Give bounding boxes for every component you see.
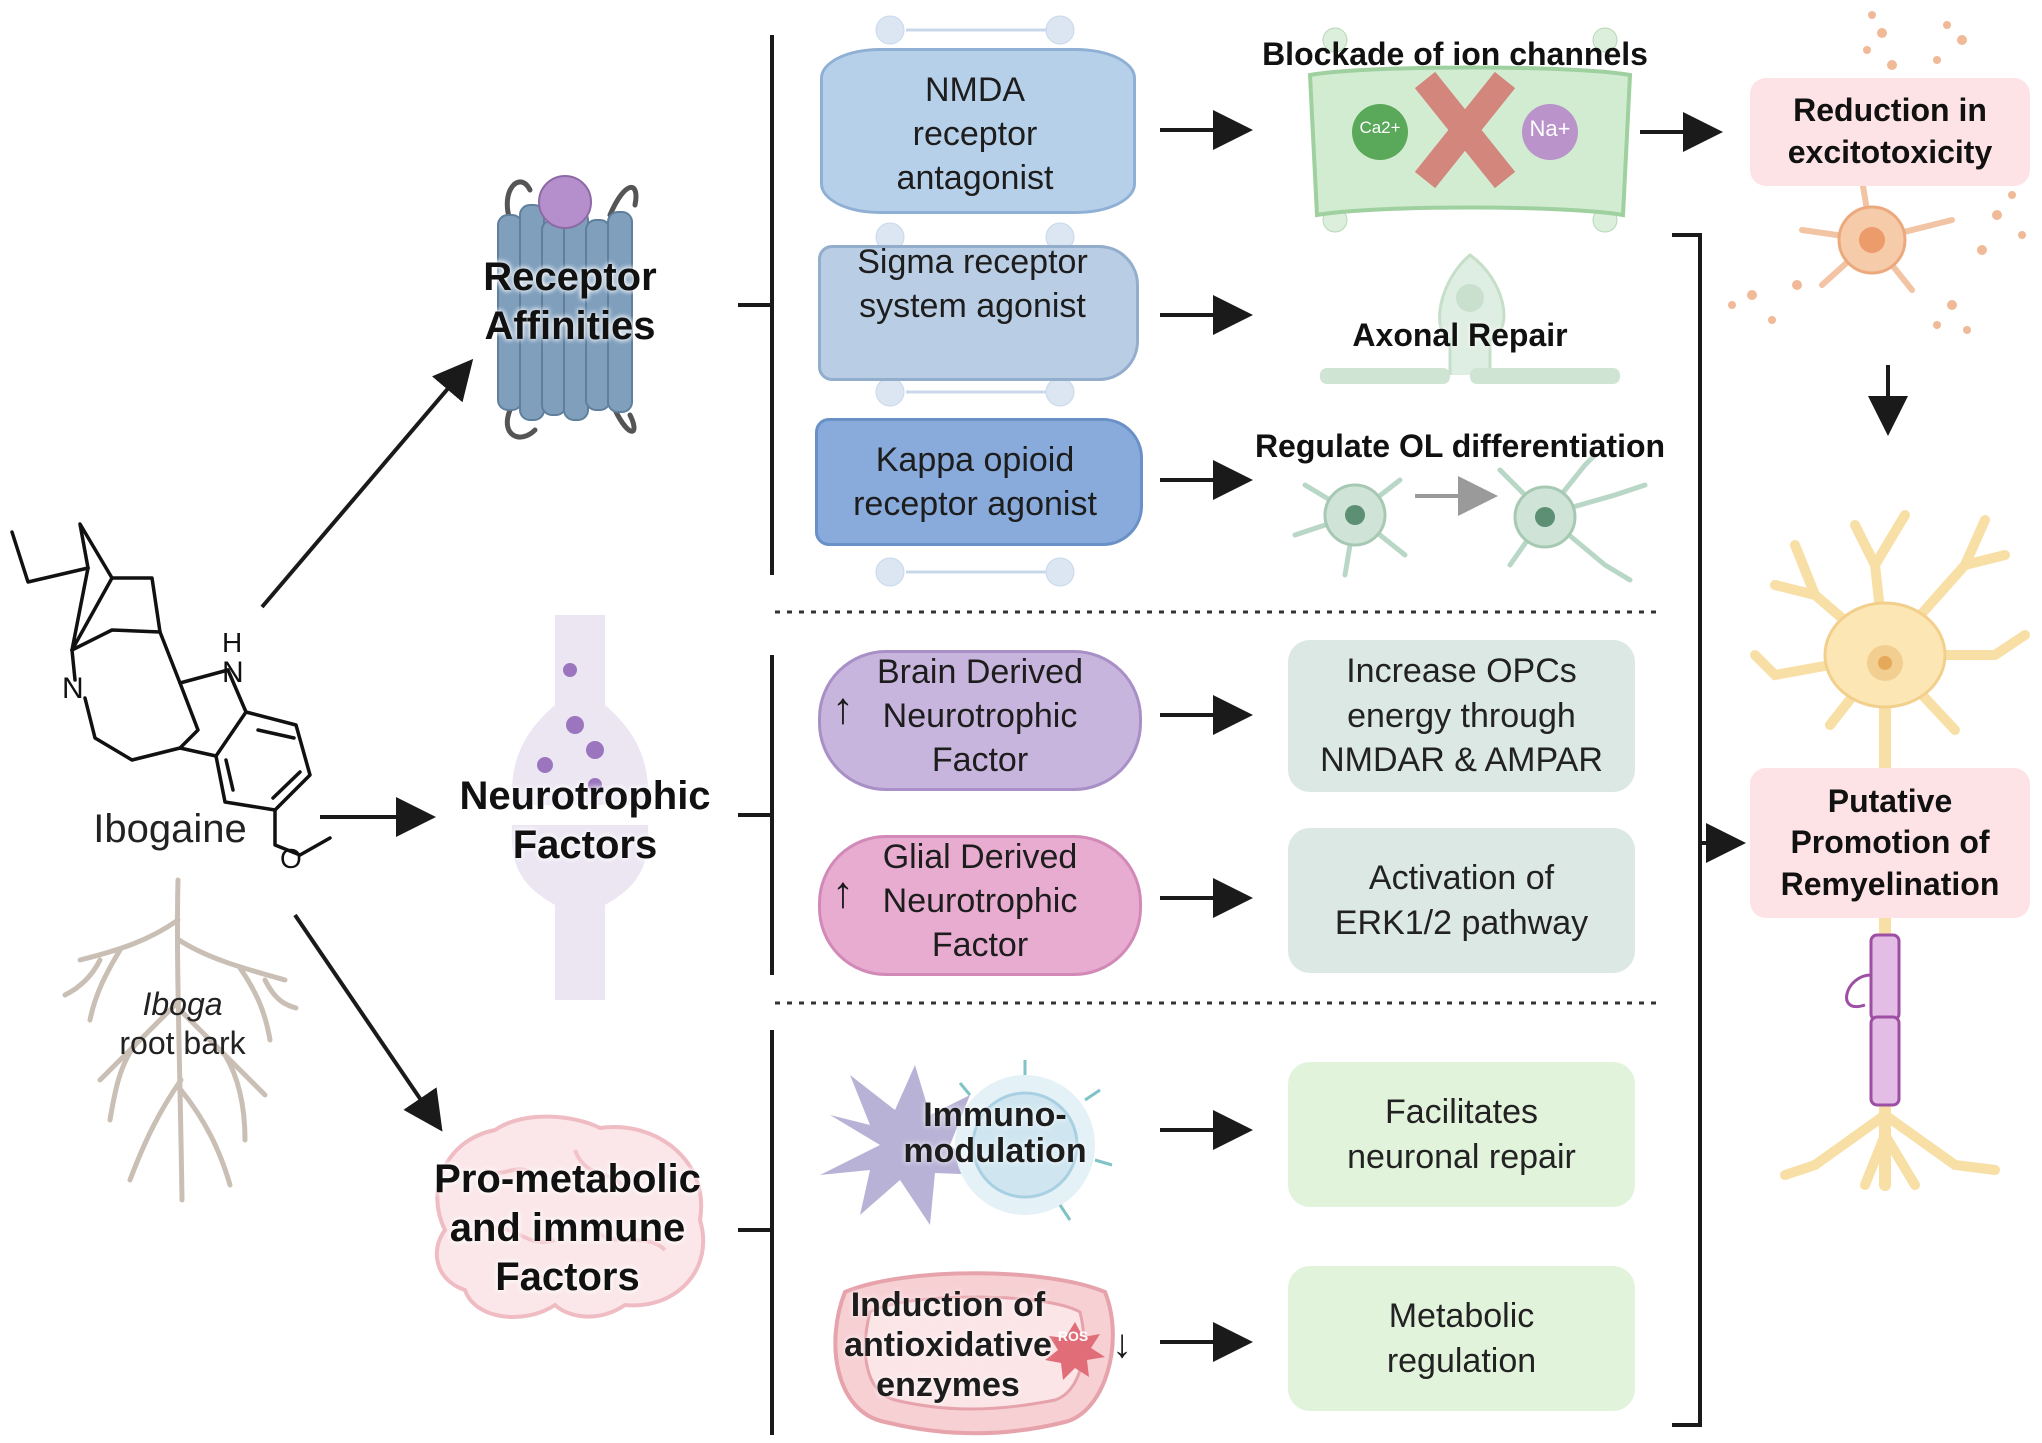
down-arrow-icon: ↓ [1112,1322,1132,1366]
bdnf-label: Brain Derived Neurotrophic Factor [877,653,1083,780]
mitochondria-icon [833,1271,1115,1436]
erk-label: Activation of ERK1/2 pathway [1334,858,1589,942]
gpcr-receptor-icon [497,175,639,440]
opcs-label: Increase OPCs energy through NMDAR & AMP… [1320,651,1603,780]
iboga-italic: Iboga [142,986,223,1022]
remyelination-label: Putative Promotion of Remyelination [1780,782,2000,902]
category-receptor-affinities: Receptor Affinities [483,255,657,348]
immuno-label: Immuno-modulation [903,1096,1087,1170]
axon-icon [1320,253,1620,384]
membrane-decoration [875,15,1075,587]
brain-icon [434,1114,706,1319]
oligodendrocyte-icon [1292,452,1648,583]
ol-differentiation-label: Regulate OL differentiation [1254,428,1666,464]
category-neurotrophic-factors: Neurotrophic Factors [459,774,711,867]
oxygen-atom: O [280,843,302,874]
ibogaine-structure-icon: N H N O [10,522,332,874]
kappa-label: Kappa opioid receptor agonist [853,441,1097,524]
indole-nitrogen: N [222,656,244,689]
sigma-label: Sigma receptor system agonist [857,243,1088,326]
iboga-rest: root bark [119,1025,246,1062]
category-prometabolic-immune: Pro-metabolic and immune Factors [434,1157,701,1299]
nmda-receptor-pill [820,48,1136,214]
erk-box: Activation of ERK1/2 pathway [1288,828,1635,973]
ros-label: ROS [1057,1328,1089,1344]
immune-cells-icon [820,1060,1113,1225]
metabolic-box: Metabolic regulation [1288,1266,1635,1411]
damaged-neuron-icon [1728,11,2026,334]
bdnf-pill [818,650,1142,791]
up-arrow-icon: ↑ [832,684,854,733]
calcium-label: Ca2+ [1359,118,1401,137]
synapse-icon [511,615,649,1000]
opcs-box: Increase OPCs energy through NMDAR & AMP… [1288,640,1635,792]
iboga-label: Iboga root bark [95,985,270,1063]
nitrogen-atom: N [62,672,84,705]
nmda-label: NMDA receptor antagonist [896,71,1054,198]
sodium-label: Na+ [1529,116,1571,141]
blockade-label: Blockade of ion channels [1262,36,1648,72]
neuronal-repair-label: Facilitates neuronal repair [1347,1092,1576,1176]
sigma-receptor-pill [818,245,1139,381]
compound-name: Ibogaine [93,807,247,851]
excitotoxicity-label: Reduction in excitotoxicity [1787,92,1993,170]
antioxidative-label: Induction of antioxidative enzymes [844,1286,1052,1405]
kappa-receptor-pill [815,418,1143,546]
up-arrow-icon-2: ↑ [832,868,854,917]
neuronal-repair-box: Facilitates neuronal repair [1288,1062,1635,1207]
metabolic-label: Metabolic regulation [1386,1296,1537,1380]
hydrogen-atom: H [222,627,242,658]
iboga-root-icon [62,877,299,1203]
ion-channel-icon [1307,27,1633,233]
gdnf-label: Glial Derived Neurotrophic Factor [882,838,1078,965]
myelinated-neuron-icon [1750,510,2030,1191]
remyelination-box: Putative Promotion of Remyelination [1750,768,2030,918]
excitotoxicity-box: Reduction in excitotoxicity [1750,78,2030,186]
gdnf-pill [818,835,1142,976]
axonal-repair-label: Axonal Repair [1352,317,1568,353]
